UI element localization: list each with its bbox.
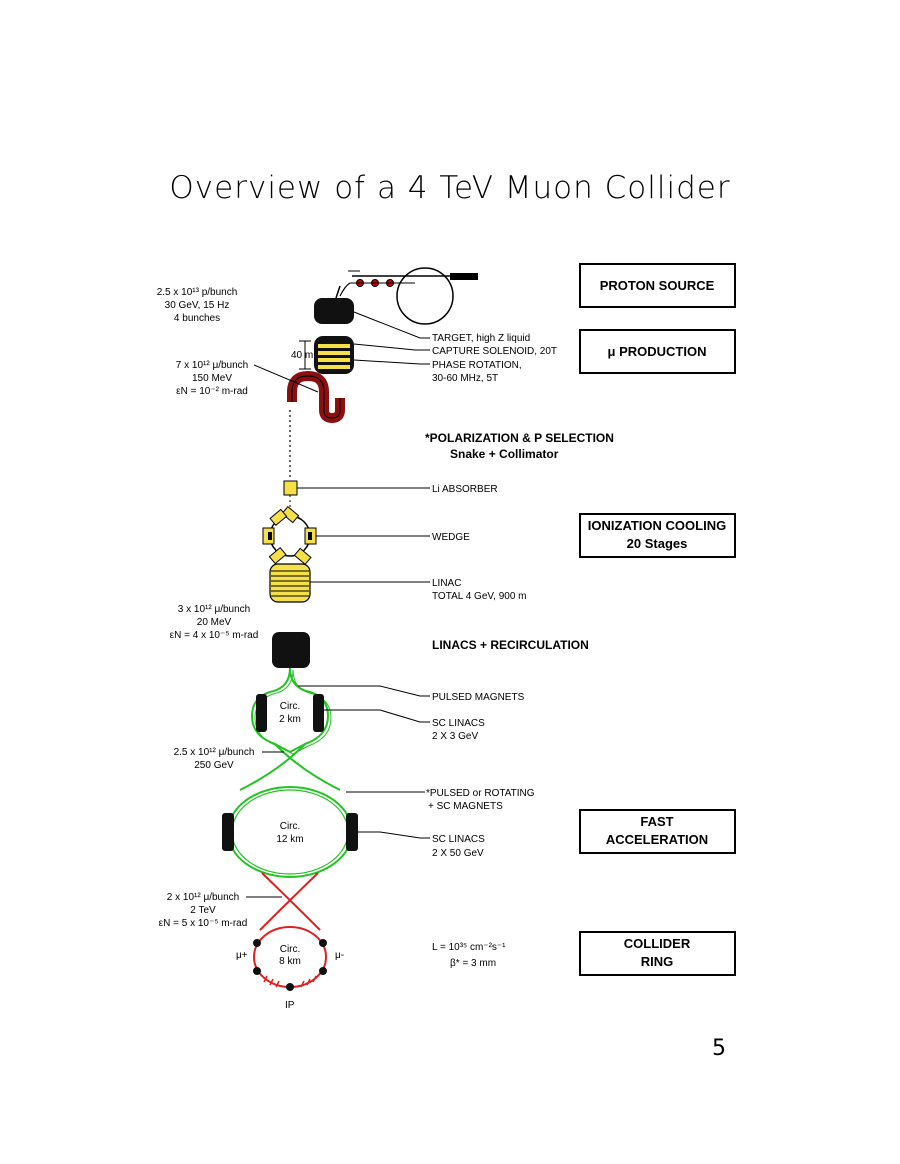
svg-text:Circ.: Circ. xyxy=(280,944,301,955)
svg-text:12 km: 12 km xyxy=(276,834,303,845)
svg-text:40 m: 40 m xyxy=(291,350,313,361)
stage-box-mu-production: μ PRODUCTION xyxy=(579,329,736,374)
svg-text:εN = 10⁻² m-rad: εN = 10⁻² m-rad xyxy=(176,386,248,397)
svg-text:+ SC MAGNETS: + SC MAGNETS xyxy=(428,801,503,812)
svg-text:2 X 3 GeV: 2 X 3 GeV xyxy=(432,731,478,742)
stage-label: 20 Stages xyxy=(627,536,688,551)
svg-text:SC LINACS: SC LINACS xyxy=(432,834,485,845)
svg-text:μ-: μ- xyxy=(335,950,344,961)
svg-text:Circ.: Circ. xyxy=(280,821,301,832)
circ-ring-2km: Circ. 2 km xyxy=(250,667,332,755)
svg-text:IP: IP xyxy=(285,1000,295,1011)
svg-text:2.5 x 10¹² μ/bunch: 2.5 x 10¹² μ/bunch xyxy=(174,747,255,758)
svg-text:Snake + Collimator: Snake + Collimator xyxy=(450,447,559,461)
svg-text:μ+: μ+ xyxy=(236,950,248,961)
capture-solenoid xyxy=(314,336,354,374)
recirc-linac xyxy=(272,632,310,668)
svg-text:TARGET, high Z liquid: TARGET, high Z liquid xyxy=(432,333,530,344)
svg-text:PHASE ROTATION,: PHASE ROTATION, xyxy=(432,360,522,371)
svg-text:2 TeV: 2 TeV xyxy=(190,905,216,916)
left-params: 2.5 x 10¹³ p/bunch 30 GeV, 15 Hz 4 bunch… xyxy=(157,287,319,929)
circ-ring-12km: Circ. 12 km xyxy=(222,786,358,878)
svg-text:4 bunches: 4 bunches xyxy=(174,313,220,324)
stage-label: COLLIDER xyxy=(624,936,691,951)
stage-box-ionization-cooling: IONIZATION COOLING 20 Stages xyxy=(579,513,736,558)
linac-cylinder xyxy=(269,563,311,603)
svg-text:Circ.: Circ. xyxy=(280,701,301,712)
stage-label: PROTON SOURCE xyxy=(600,278,715,293)
li-absorber xyxy=(283,480,298,496)
stage-label: FAST xyxy=(640,814,673,829)
svg-text:30-60 MHz, 5T: 30-60 MHz, 5T xyxy=(432,373,498,384)
svg-text:2 x 10¹² μ/bunch: 2 x 10¹² μ/bunch xyxy=(167,892,239,903)
green-crossing xyxy=(239,743,341,791)
svg-text:*PULSED or ROTATING: *PULSED or ROTATING xyxy=(426,788,535,799)
svg-text:30 GeV, 15 Hz: 30 GeV, 15 Hz xyxy=(165,300,230,311)
right-labels xyxy=(297,311,430,839)
svg-text:8 km: 8 km xyxy=(279,956,301,967)
ip-point xyxy=(286,983,294,991)
stage-box-proton-source: PROTON SOURCE xyxy=(579,263,736,308)
svg-text:PULSED MAGNETS: PULSED MAGNETS xyxy=(432,692,525,703)
svg-text:LINAC: LINAC xyxy=(432,578,461,589)
svg-text:2.5 x 10¹³ p/bunch: 2.5 x 10¹³ p/bunch xyxy=(157,287,238,298)
stage-label: ACCELERATION xyxy=(606,832,708,847)
red-crossing xyxy=(259,872,321,931)
proton-synchrotron xyxy=(339,267,478,325)
wedge-ring xyxy=(262,505,317,566)
svg-text:*POLARIZATION & P SELECTION: *POLARIZATION & P SELECTION xyxy=(425,431,614,445)
stage-label: RING xyxy=(641,954,674,969)
svg-text:7 x 10¹² μ/bunch: 7 x 10¹² μ/bunch xyxy=(176,360,248,371)
stage-box-collider-ring: COLLIDER RING xyxy=(579,931,736,976)
stage-label: μ PRODUCTION xyxy=(608,344,707,359)
svg-text:CAPTURE SOLENOID, 20T: CAPTURE SOLENOID, 20T xyxy=(432,346,557,357)
svg-text:20 MeV: 20 MeV xyxy=(197,617,232,628)
collider-ring-8km: Circ. 8 km μ+ μ- IP xyxy=(236,926,344,1011)
svg-text:Li ABSORBER: Li ABSORBER xyxy=(432,484,498,495)
polarization-snake xyxy=(287,370,345,424)
stage-box-fast-acceleration: FAST ACCELERATION xyxy=(579,809,736,854)
page-title: Overview of a 4 TeV Muon Collider xyxy=(169,170,731,206)
svg-text:L = 10³⁵ cm⁻²s⁻¹: L = 10³⁵ cm⁻²s⁻¹ xyxy=(432,942,506,953)
svg-text:250 GeV: 250 GeV xyxy=(194,760,234,771)
svg-text:εN = 4 x 10⁻⁵ m-rad: εN = 4 x 10⁻⁵ m-rad xyxy=(170,630,259,641)
svg-text:TOTAL 4 GeV, 900 m: TOTAL 4 GeV, 900 m xyxy=(432,591,527,602)
target-solenoid xyxy=(314,285,354,324)
svg-text:LINACS + RECIRCULATION: LINACS + RECIRCULATION xyxy=(432,638,589,652)
svg-text:β* = 3 mm: β* = 3 mm xyxy=(450,958,496,969)
dimension-40m: 40 m xyxy=(291,340,313,370)
page-number: 5 xyxy=(712,1036,726,1061)
svg-text:WEDGE: WEDGE xyxy=(432,532,470,543)
svg-text:SC LINACS: SC LINACS xyxy=(432,718,485,729)
svg-text:εN = 5 x 10⁻⁵ m-rad: εN = 5 x 10⁻⁵ m-rad xyxy=(159,918,248,929)
svg-text:2 km: 2 km xyxy=(279,714,301,725)
svg-text:2 X 50 GeV: 2 X 50 GeV xyxy=(432,848,484,859)
svg-text:3 x 10¹² μ/bunch: 3 x 10¹² μ/bunch xyxy=(178,604,250,615)
svg-text:150 MeV: 150 MeV xyxy=(192,373,232,384)
stage-label: IONIZATION COOLING xyxy=(588,518,726,533)
